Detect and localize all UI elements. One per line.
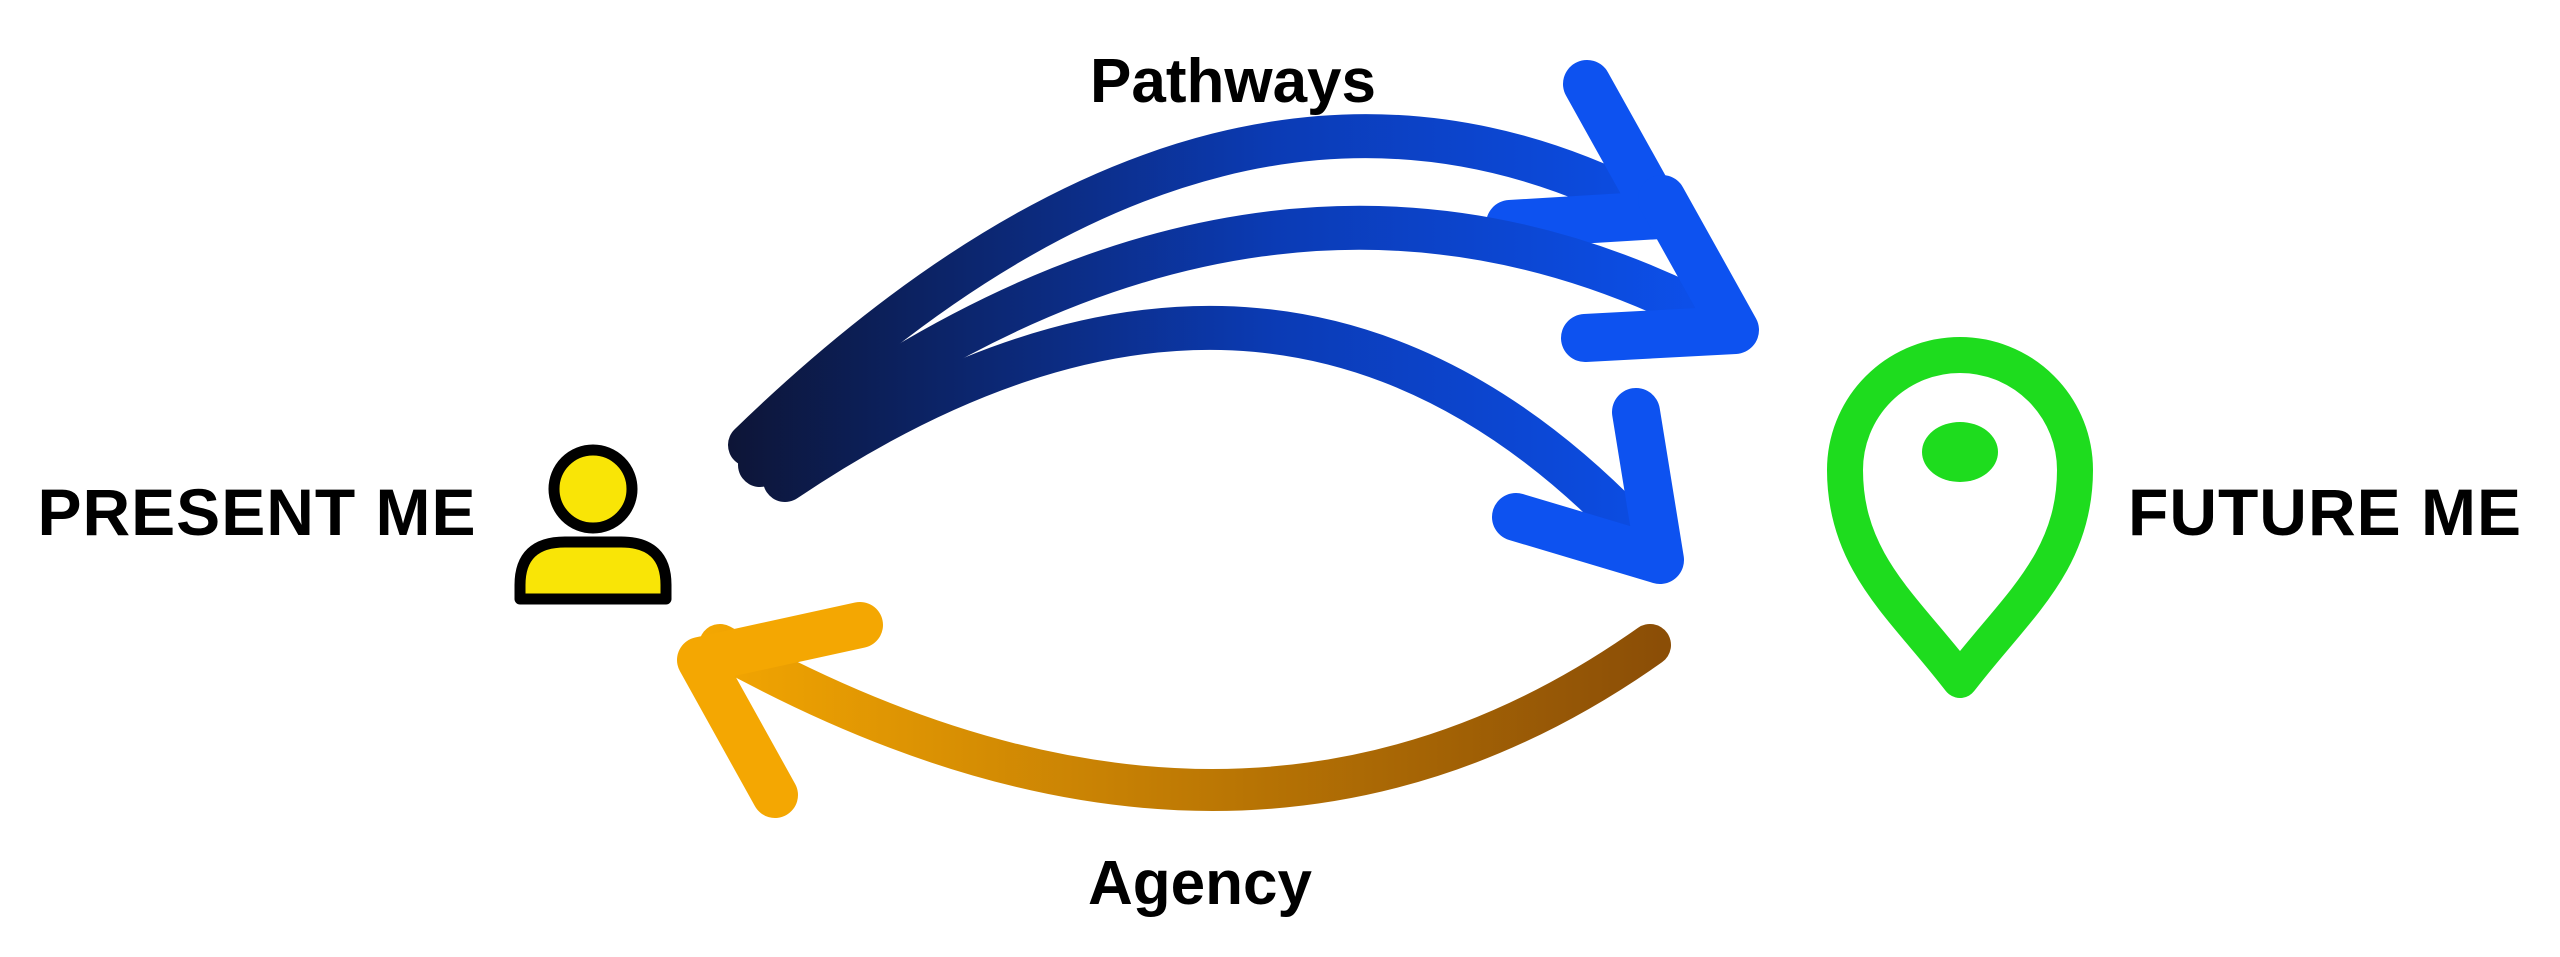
- person-head: [548, 444, 638, 534]
- agency-arrow: [677, 602, 1671, 818]
- pin-dot: [1922, 422, 1998, 482]
- pathway-arrowhead-middle: [1561, 175, 1759, 362]
- pathways-label: Pathways: [1089, 47, 1377, 116]
- future-me-label: FUTURE ME: [2128, 475, 2522, 549]
- pathway-arrowhead-bottom: [1492, 388, 1684, 584]
- person-icon: [514, 444, 672, 605]
- person-body: [514, 536, 672, 605]
- present-me-label: PRESENT ME: [37, 475, 477, 549]
- pathway-arrow-middle: [738, 175, 1759, 487]
- agency-arrowhead: [677, 602, 883, 818]
- pathways-arrows: [728, 60, 1759, 584]
- pin-outline: [1827, 337, 2093, 698]
- pathway-arrow-bottom: [763, 305, 1684, 584]
- agency-label: Agency: [1088, 849, 1312, 918]
- location-pin-icon: [1827, 337, 2093, 698]
